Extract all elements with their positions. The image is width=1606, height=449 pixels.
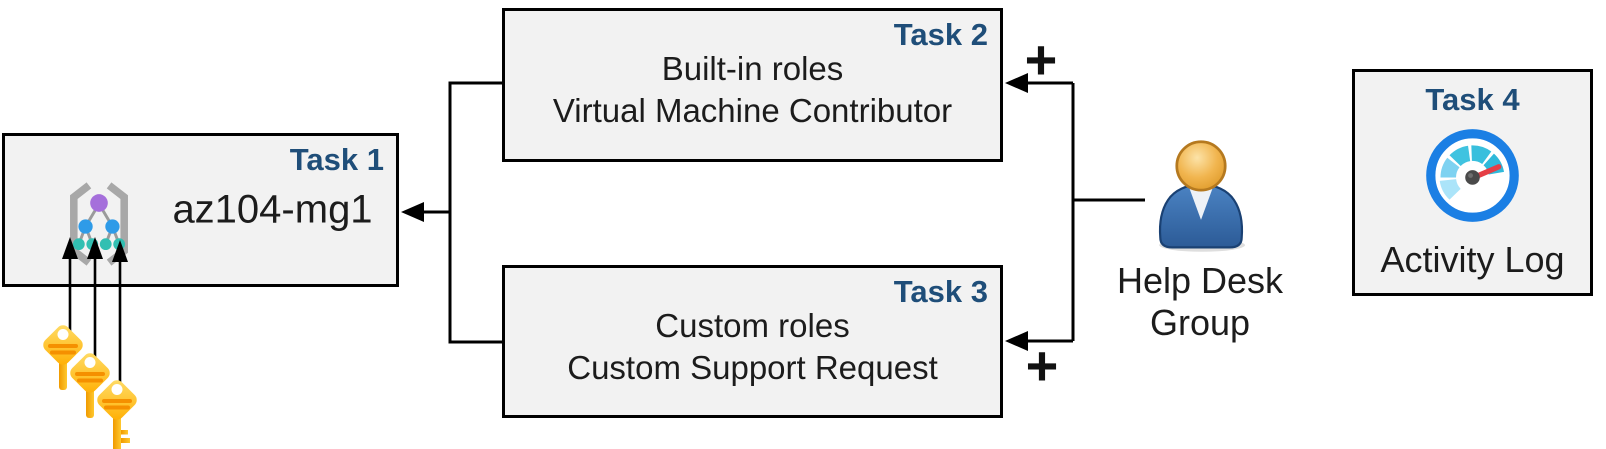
help-desk-line2: Group xyxy=(1149,302,1251,343)
task3-text: Custom roles Custom Support Request xyxy=(505,268,1000,415)
key-1 xyxy=(43,325,83,390)
management-group-icon xyxy=(70,182,128,266)
key-3 xyxy=(97,380,137,449)
task3-role-name: Custom Support Request xyxy=(567,348,938,386)
task2-label: Task 2 xyxy=(893,17,988,52)
task3-label: Task 3 xyxy=(893,274,988,309)
help-desk-line1: Help Desk xyxy=(1116,260,1284,301)
task3-role-type: Custom roles xyxy=(655,306,850,344)
task3-box: Task 3 Custom roles Custom Support Reque… xyxy=(502,265,1003,418)
gauge-icon xyxy=(1426,129,1519,222)
user-icon xyxy=(1158,140,1245,252)
task4-label: Task 4 xyxy=(1425,82,1520,117)
task2-text: Built-in roles Virtual Machine Contribut… xyxy=(505,11,1000,159)
task4-box: Task 4 Activity Log xyxy=(1352,69,1593,296)
task2-box: Task 2 Built-in roles Virtual Machine Co… xyxy=(502,8,1003,162)
task2-role-type: Built-in roles xyxy=(661,50,844,87)
keys-icon xyxy=(43,325,137,449)
task1-label: Task 1 xyxy=(289,142,384,177)
key-2 xyxy=(70,353,110,418)
plus-icon-task2: + xyxy=(1024,28,1058,91)
plus-icon-task3: + xyxy=(1025,334,1059,397)
management-group-name: az104-mg1 xyxy=(172,187,373,232)
task2-role-name: Virtual Machine Contributor xyxy=(552,92,953,129)
activity-log-caption: Activity Log xyxy=(1380,239,1565,280)
task1-box: Task 1 az104-mg1 xyxy=(2,133,399,287)
help-desk-group-label: Help Desk Group xyxy=(1095,260,1305,344)
